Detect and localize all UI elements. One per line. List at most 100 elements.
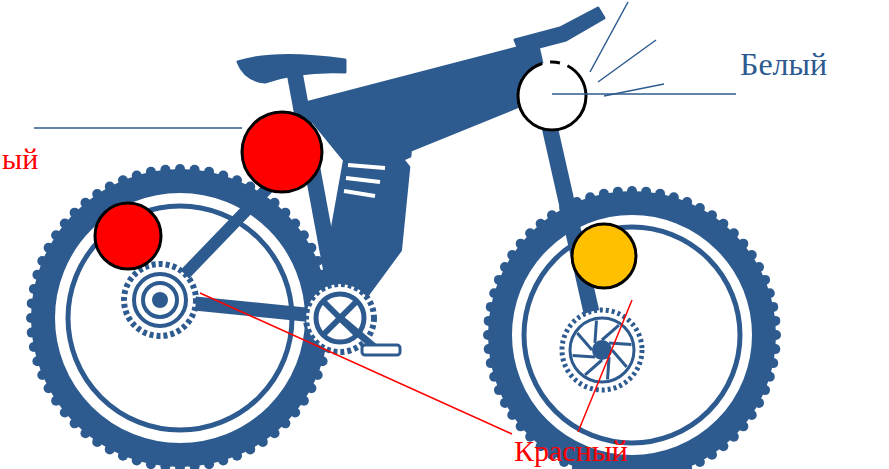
front-light bbox=[518, 62, 586, 130]
tyre-knob bbox=[669, 192, 679, 202]
disc-spoke bbox=[595, 321, 597, 343]
tyre-knob bbox=[489, 372, 499, 382]
tyre-knob bbox=[190, 165, 200, 175]
tyre-knob bbox=[627, 186, 637, 196]
tyre-knob bbox=[484, 344, 494, 354]
tyre-knob bbox=[729, 228, 739, 238]
tyre-knob bbox=[770, 316, 780, 326]
tyre-knob bbox=[118, 451, 128, 461]
tyre-knob bbox=[484, 316, 494, 326]
tyre-knob bbox=[669, 468, 679, 469]
tyre-knob bbox=[105, 182, 115, 192]
leader-line bbox=[552, 93, 736, 95]
tyre-knob bbox=[37, 370, 47, 380]
tyre-knob bbox=[26, 313, 36, 323]
tyre-knob bbox=[585, 192, 595, 202]
tyre-knob bbox=[765, 372, 775, 382]
tyre-knob bbox=[500, 262, 510, 272]
tyre-knob bbox=[146, 459, 156, 469]
tyre-knob bbox=[44, 383, 54, 393]
tyre-knob bbox=[92, 437, 102, 447]
tyre-knob bbox=[146, 167, 156, 177]
frame-stripe bbox=[344, 191, 375, 196]
tyre-knob bbox=[486, 358, 496, 368]
tyre-knob bbox=[516, 421, 526, 431]
tyre-knob bbox=[494, 385, 504, 395]
leader-line bbox=[34, 127, 242, 129]
tyre-knob bbox=[60, 408, 70, 418]
tyre-knob bbox=[768, 302, 778, 312]
tyre-knob bbox=[218, 456, 228, 466]
tyre-knob bbox=[160, 461, 170, 469]
light-rays bbox=[590, 2, 664, 96]
tyre-knob bbox=[318, 356, 328, 366]
tyre-knob bbox=[770, 344, 780, 354]
tyre-knob bbox=[118, 175, 128, 185]
tyre-knob bbox=[51, 396, 61, 406]
tyre-knob bbox=[729, 432, 739, 442]
tyre-knob bbox=[92, 189, 102, 199]
tyre-knob bbox=[489, 288, 499, 298]
tyre-knob bbox=[536, 219, 546, 229]
tyre-knob bbox=[760, 385, 770, 395]
disc-spoke bbox=[585, 360, 602, 375]
tyre-knob bbox=[29, 284, 39, 294]
frame-stripe bbox=[348, 165, 385, 168]
disc-spoke bbox=[612, 350, 627, 367]
tyre-knob bbox=[483, 330, 493, 340]
tyre-knob bbox=[682, 463, 692, 469]
tyre-knob bbox=[547, 210, 557, 220]
tyre-knob bbox=[32, 356, 42, 366]
tyre-knob bbox=[585, 468, 595, 469]
saddle bbox=[238, 55, 345, 82]
tyre-knob bbox=[37, 256, 47, 266]
tyre-knob bbox=[70, 208, 80, 218]
tyre-knob bbox=[218, 170, 228, 180]
tyre-knob bbox=[599, 189, 609, 199]
disc-spoke bbox=[609, 343, 631, 345]
tyre-knob bbox=[507, 250, 517, 260]
tyre-knob bbox=[51, 230, 61, 240]
rear-cassette bbox=[124, 264, 196, 336]
disc-spoke bbox=[573, 356, 595, 358]
disc-spoke bbox=[577, 333, 592, 350]
tyre-knob bbox=[695, 457, 705, 467]
tyre-knob bbox=[190, 461, 200, 469]
callout-label: Красный bbox=[514, 436, 628, 466]
tyre-knob bbox=[718, 441, 728, 451]
tyre-knob bbox=[280, 208, 290, 218]
tyre-knob bbox=[258, 437, 268, 447]
tyre-knob bbox=[29, 342, 39, 352]
crankset bbox=[306, 284, 400, 355]
tyre-knob bbox=[516, 239, 526, 249]
tyre-knob bbox=[718, 219, 728, 229]
callout-label: ый bbox=[2, 144, 38, 174]
callout-label: Белый bbox=[740, 48, 827, 80]
tyre-knob bbox=[707, 450, 717, 460]
front-disc bbox=[562, 310, 642, 390]
tyre-knob bbox=[754, 262, 764, 272]
leader-line bbox=[200, 293, 512, 434]
tyre-knob bbox=[204, 167, 214, 177]
tyre-knob bbox=[80, 198, 90, 208]
tyre-knob bbox=[175, 462, 185, 469]
tyre-knob bbox=[747, 410, 757, 420]
tyre-knob bbox=[27, 298, 37, 308]
tyre-knob bbox=[765, 288, 775, 298]
leader-line bbox=[578, 300, 632, 432]
tyre-knob bbox=[760, 275, 770, 285]
tyre-knob bbox=[160, 165, 170, 175]
tyre-knob bbox=[738, 239, 748, 249]
tyre-knob bbox=[80, 428, 90, 438]
tyre-knob bbox=[232, 451, 242, 461]
tyre-knob bbox=[500, 398, 510, 408]
tyre-knob bbox=[270, 198, 280, 208]
tyre-knob bbox=[60, 218, 70, 228]
fork-reflector bbox=[572, 224, 636, 288]
tyre-knob bbox=[768, 358, 778, 368]
main-frame bbox=[300, 45, 545, 318]
tyre-knob bbox=[747, 250, 757, 260]
tyre-knob bbox=[306, 383, 316, 393]
tyre-knob bbox=[299, 396, 309, 406]
tyre-knob bbox=[105, 444, 115, 454]
